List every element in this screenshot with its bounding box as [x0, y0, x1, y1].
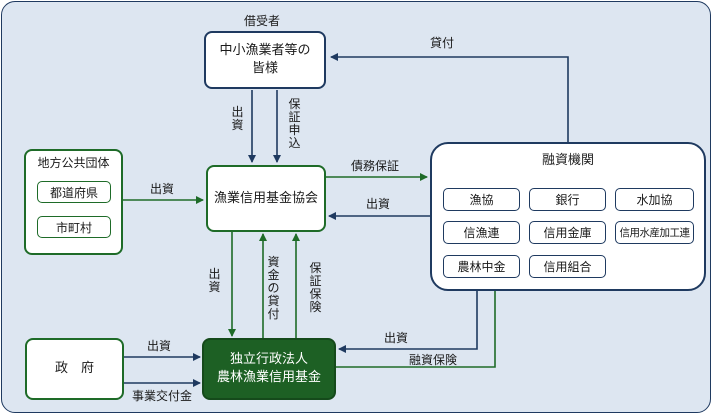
fin-item-shinkumi: 信用組合	[529, 255, 606, 278]
edge-loan	[330, 53, 569, 142]
association-box: 漁業信用基金協会	[206, 165, 326, 232]
fund-line2: 農林漁業信用基金	[216, 370, 321, 385]
label-borrower-contribution: 出資	[231, 105, 244, 132]
label-gov-subsidy: 事業交付金	[132, 389, 193, 403]
label-guarantee-insurance: 保証保険	[309, 261, 322, 314]
edge-fin-to-fund	[338, 289, 478, 353]
borrower-box: 中小漁業者等の 皆様	[204, 31, 326, 89]
local-gov-title: 地方公共団体	[37, 156, 110, 170]
label-fin-to-fund: 出資	[384, 331, 409, 345]
label-gov-contribution: 出資	[147, 339, 172, 353]
fin-item-shinsuikaren: 信用水産加工連	[615, 221, 694, 244]
borrower-line2: 皆様	[251, 61, 278, 76]
fin-item-shinkin: 信用金庫	[529, 221, 606, 244]
local-gov-item-municipality: 市町村	[37, 216, 111, 238]
local-gov-item-prefecture: 都道府県	[37, 181, 111, 203]
borrower-line1: 中小漁業者等の	[219, 43, 311, 58]
label-debt-guarantee: 債務保証	[351, 159, 400, 173]
fund-line1: 独立行政法人	[229, 352, 308, 367]
fund-box: 独立行政法人 農林漁業信用基金	[202, 338, 336, 400]
borrower-label: 借受者	[244, 14, 281, 28]
label-local-contribution: 出資	[150, 182, 175, 196]
fin-item-suikakyo: 水加協	[615, 188, 694, 211]
financial-title: 融資機関	[541, 153, 594, 168]
label-guarantee-app: 保証申込	[288, 97, 301, 150]
label-assoc-to-fund: 出資	[208, 267, 221, 294]
label-financing-insurance: 融資保険	[409, 353, 458, 367]
fin-item-gyokyo: 漁協	[443, 188, 520, 211]
fin-item-shingyoren: 信漁連	[443, 221, 520, 244]
fin-item-norinchukin: 農林中金	[443, 255, 520, 278]
edge-financing-insurance	[336, 276, 499, 368]
label-loan: 貸付	[430, 36, 455, 50]
label-fund-loan: 資金の貸付	[267, 255, 280, 321]
government-box: 政 府	[25, 338, 124, 400]
fin-item-bank: 銀行	[529, 188, 606, 211]
label-fin-contribution: 出資	[366, 197, 391, 211]
